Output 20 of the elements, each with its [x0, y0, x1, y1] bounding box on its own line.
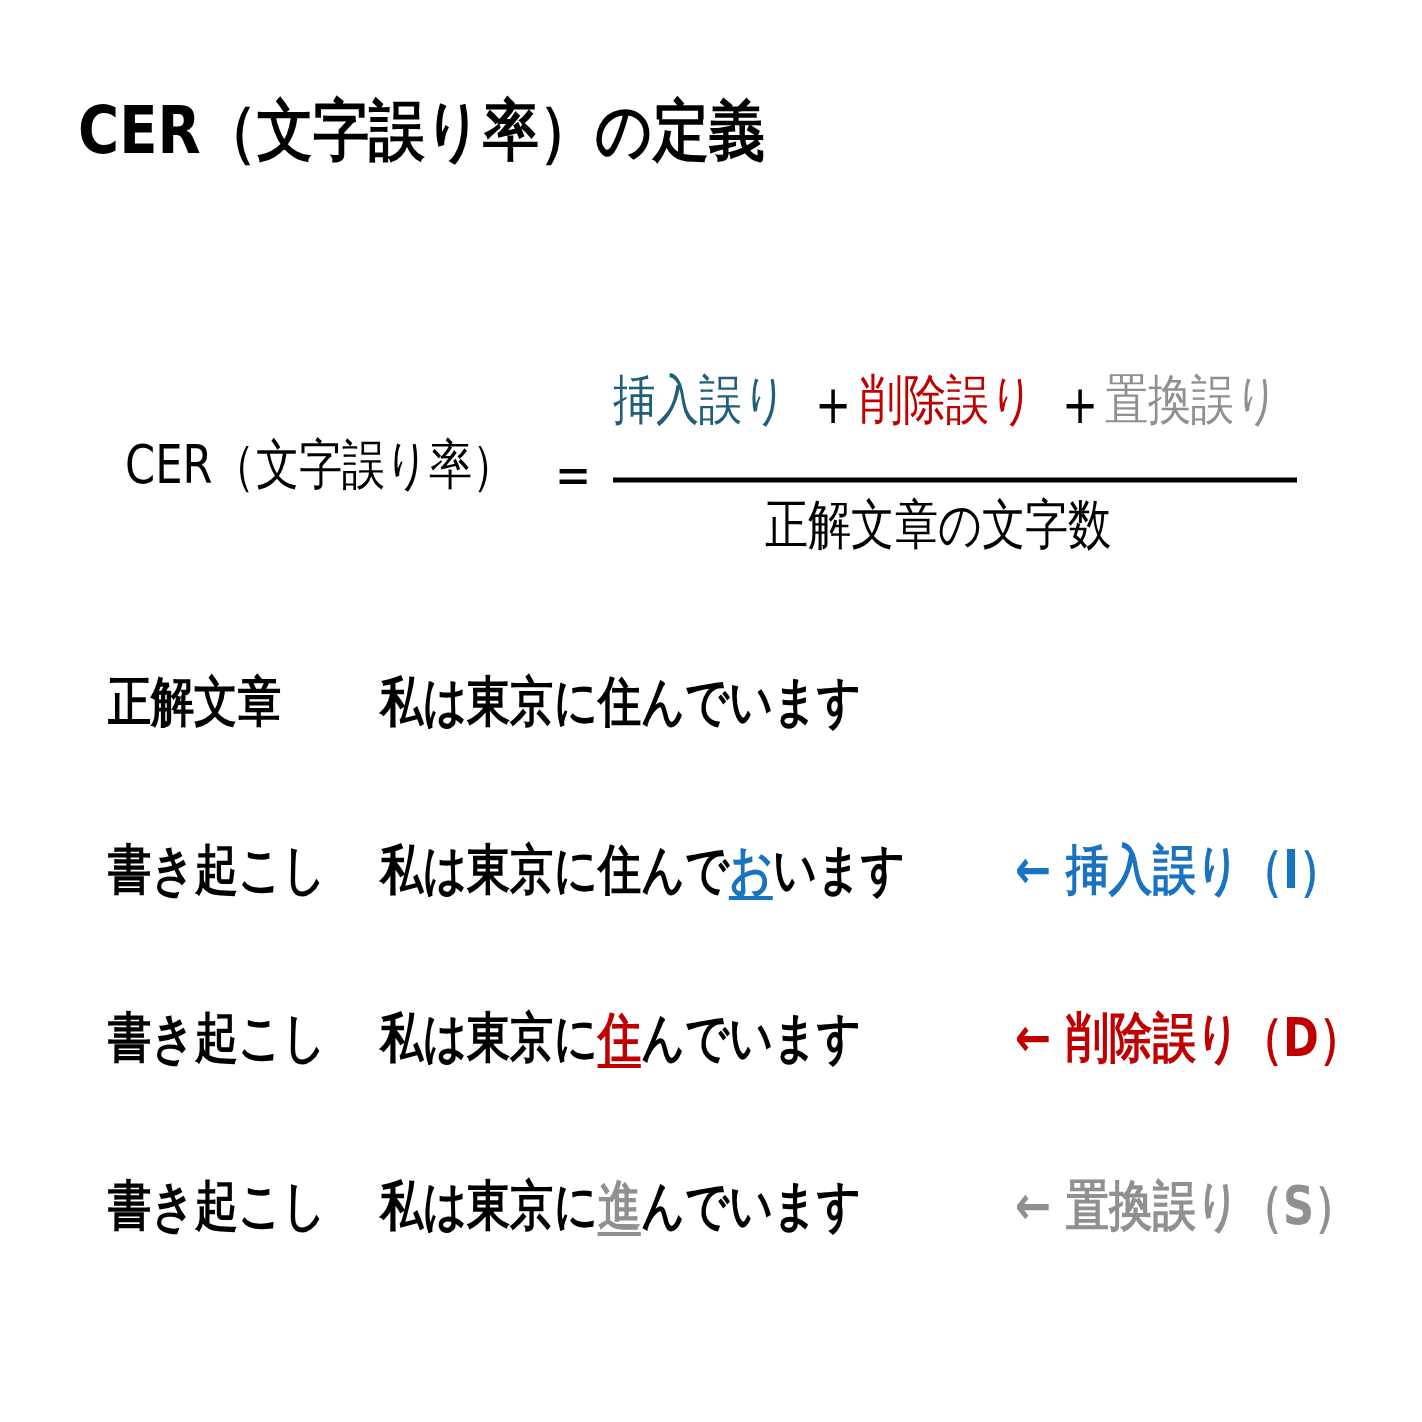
sentence-text: 私は東京に住んでいます — [380, 1008, 861, 1068]
row-heading: 正解文章 — [108, 672, 281, 732]
sentence-text: 私は東京に住んでいます — [380, 672, 861, 732]
denominator-term: 正解文章の文字数 — [765, 495, 1112, 555]
numerator-term: 挿入誤り — [613, 370, 787, 430]
row-heading: 書き起こし — [108, 840, 327, 900]
formula-term: CER（文字誤り率） — [125, 435, 516, 495]
error-type-label: ← 削除誤り（D） — [1015, 1008, 1363, 1068]
row-heading: 書き起こし — [108, 1008, 327, 1068]
numerator-term: 削除誤り — [860, 370, 1034, 430]
plus-sign: + — [815, 375, 852, 435]
row-heading: 書き起こし — [108, 1176, 327, 1236]
equals-sign: = — [555, 445, 592, 505]
error-type-label: ← 挿入誤り（I） — [1015, 840, 1343, 900]
numerator-term: 置換誤り — [1105, 370, 1279, 430]
title: CER（文字誤り率）の定義 — [78, 95, 766, 168]
error-type-label: ← 置換誤り（S） — [1015, 1176, 1358, 1236]
plus-sign: + — [1062, 375, 1099, 435]
sentence-text: 私は東京に進んでいます — [380, 1176, 861, 1236]
sentence-text: 私は東京に住んでおいます — [380, 840, 905, 900]
